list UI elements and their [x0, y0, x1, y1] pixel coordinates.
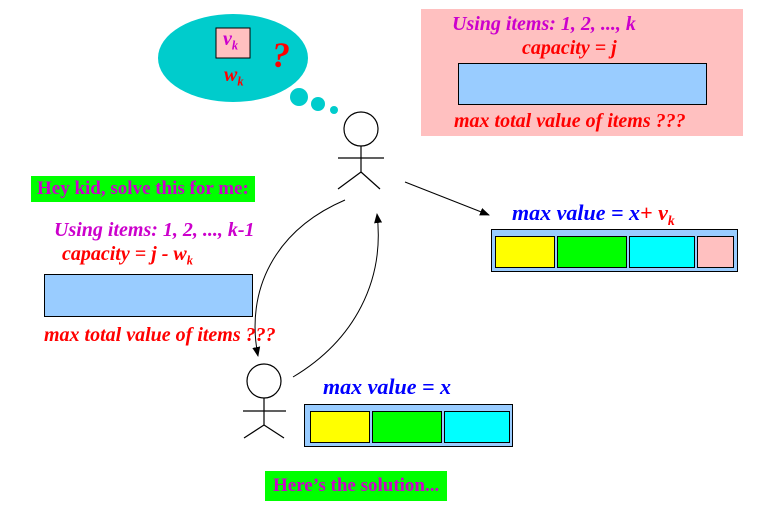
item-yellow	[495, 236, 555, 268]
problem-capacity-line: capacity = j	[522, 37, 617, 59]
thought-bubble-medium	[311, 97, 325, 111]
request-capacity-line: capacity = j - wk	[62, 243, 193, 268]
value-card	[215, 27, 251, 59]
arrow-to-parent	[292, 213, 383, 378]
request-empty-knapsack	[44, 274, 253, 317]
thought-bubble-large	[290, 88, 308, 106]
thought-bubble-small	[330, 106, 338, 114]
reply-banner: Here’s the solution...	[265, 471, 448, 501]
kid-stick-figure	[243, 363, 286, 439]
parent-stick-figure	[337, 111, 384, 190]
parent-knapsack	[491, 229, 738, 272]
kid-item-cyan	[444, 411, 510, 443]
problem-question-line: max total value of items ???	[454, 110, 686, 132]
thought-v-label: vk	[223, 28, 239, 53]
request-items-line: Using items: 1, 2, ..., k-1	[54, 219, 255, 241]
problem-items-line: Using items: 1, 2, ..., k	[452, 13, 636, 35]
problem-empty-knapsack	[458, 63, 707, 105]
kid-item-green	[372, 411, 442, 443]
request-question-line: max total value of items ???	[44, 324, 276, 346]
item-cyan	[629, 236, 695, 268]
thought-w-label: wk	[224, 64, 244, 89]
kid-knapsack	[304, 404, 513, 447]
parent-result-label: max value = x+ vk	[512, 200, 675, 228]
item-green	[557, 236, 627, 268]
arrow-to-parent-result	[404, 181, 490, 216]
kid-item-yellow	[310, 411, 370, 443]
item-k-pink	[697, 236, 734, 268]
arrow-to-kid	[252, 199, 346, 357]
kid-result-label: max value = x	[323, 374, 452, 399]
request-banner: Hey kid, solve this for me:	[31, 176, 255, 202]
question-mark: ?	[272, 35, 290, 75]
